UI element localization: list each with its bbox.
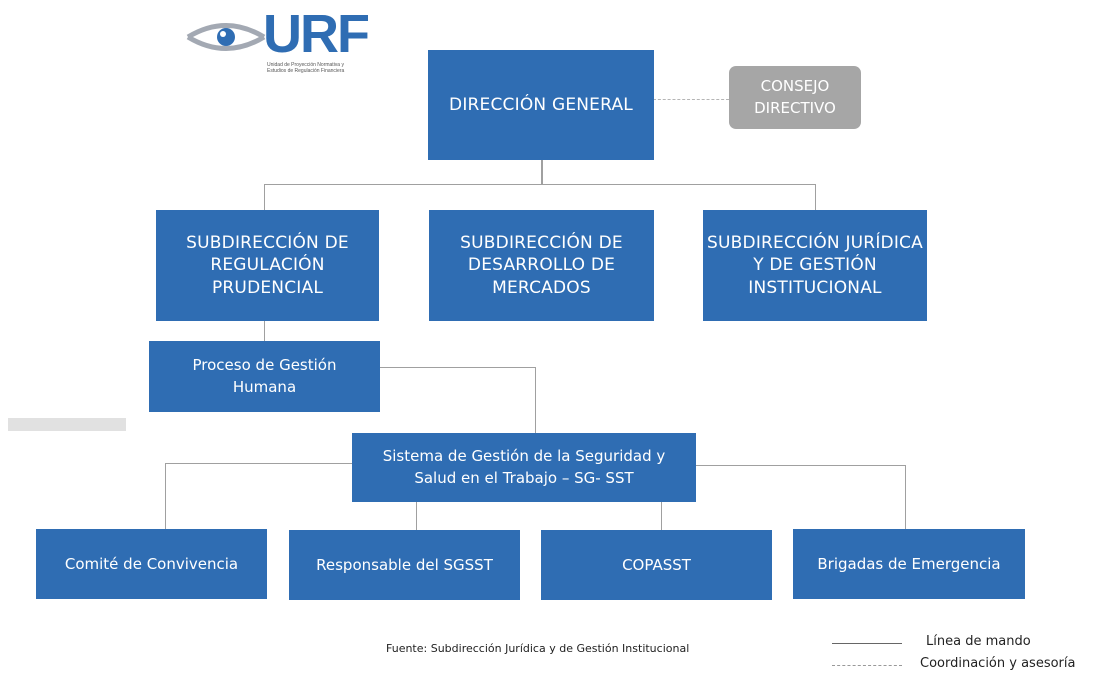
sub-desarrollo-label: SUBDIRECCIÓN DE DESARROLLO DE MERCADOS	[460, 233, 623, 298]
gestion-humana-label: Proceso de Gestión Humana	[192, 355, 337, 396]
connector-regulacion-gestion	[264, 320, 265, 342]
sg-sst-label: Sistema de Gestión de la Seguridad y Sal…	[382, 446, 666, 487]
connector-sub-left	[264, 184, 265, 210]
connector-consejo-dashed	[653, 99, 729, 100]
comite-label: Comité de Convivencia	[64, 554, 239, 573]
connector-sub-right	[815, 184, 816, 210]
box-direccion-general: DIRECCIÓN GENERAL	[428, 50, 654, 160]
connector-copasst-up	[661, 502, 662, 530]
connector-comite-up	[165, 463, 166, 529]
legend-dashed-label: Coordinación y asesoría	[920, 656, 1076, 671]
connector-responsable-up	[416, 502, 417, 530]
box-sub-desarrollo: SUBDIRECCIÓN DE DESARROLLO DE MERCADOS	[429, 210, 654, 321]
connector-brigadas-up	[905, 465, 906, 529]
box-copasst: COPASST	[541, 530, 772, 600]
box-sub-regulacion: SUBDIRECCIÓN DE REGULACIÓN PRUDENCIAL	[156, 210, 379, 321]
responsable-label: Responsable del SGSST	[316, 555, 493, 574]
direccion-general-label: DIRECCIÓN GENERAL	[449, 94, 633, 115]
connector-sst-left	[165, 463, 353, 464]
footer-source: Fuente: Subdirección Jurídica y de Gesti…	[386, 642, 690, 655]
connector-gestion-right	[380, 367, 535, 368]
copasst-label: COPASST	[622, 555, 691, 574]
legend-solid-line	[832, 643, 902, 644]
logo-tagline-2: Estudios de Regulación Financiera	[267, 68, 345, 74]
connector-gestion-down	[535, 367, 536, 433]
connector-sst-right	[695, 465, 905, 466]
eye-icon	[186, 23, 266, 51]
consejo-directivo-label: CONSEJO DIRECTIVO	[754, 76, 836, 117]
sub-regulacion-label: SUBDIRECCIÓN DE REGULACIÓN PRUDENCIAL	[186, 233, 349, 298]
brigadas-label: Brigadas de Emergencia	[817, 554, 1001, 573]
box-gestion-humana: Proceso de Gestión Humana	[149, 341, 380, 412]
connector-sub-horizontal	[264, 184, 815, 185]
box-responsable-sgsst: Responsable del SGSST	[289, 530, 520, 600]
box-sg-sst: Sistema de Gestión de la Seguridad y Sal…	[352, 433, 696, 502]
connector-dg-down	[541, 159, 543, 184]
logo-tagline-1: Unidad de Proyección Normativa y	[267, 62, 344, 68]
box-brigadas: Brigadas de Emergencia	[793, 529, 1025, 599]
box-consejo-directivo: CONSEJO DIRECTIVO	[729, 66, 861, 129]
legend-solid-label: Línea de mando	[926, 634, 1031, 649]
legend-dashed-line	[832, 665, 902, 666]
grey-bar	[8, 418, 126, 431]
box-sub-juridica: SUBDIRECCIÓN JURÍDICA Y DE GESTIÓN INSTI…	[703, 210, 927, 321]
box-comite-convivencia: Comité de Convivencia	[36, 529, 267, 599]
sub-juridica-label: SUBDIRECCIÓN JURÍDICA Y DE GESTIÓN INSTI…	[707, 233, 923, 298]
logo-letters: URF	[263, 4, 370, 64]
